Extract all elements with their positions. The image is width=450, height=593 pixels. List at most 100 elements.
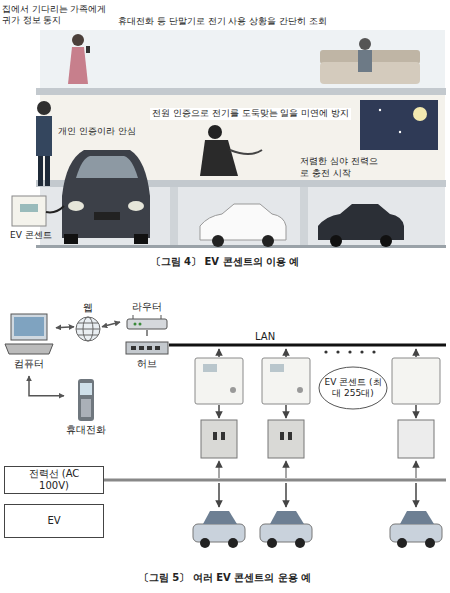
upper-room [40, 30, 445, 88]
person-leg [38, 156, 43, 186]
antenna [133, 315, 134, 319]
phone [86, 46, 90, 53]
ev-outlet-device [392, 358, 440, 404]
device-display [203, 364, 217, 372]
equator [76, 329, 100, 330]
thief-head [208, 125, 222, 139]
callout-label: 저렴한 심야 전력으로 충전 시작 [300, 156, 384, 179]
hub-body [126, 342, 168, 354]
wheel [267, 538, 277, 548]
figure-caption: 〔그림 4〕 EV 콘센트의 이용 예 [0, 256, 450, 269]
pillar [170, 187, 178, 245]
globe-icon [75, 316, 101, 342]
icon-wrap [3, 312, 55, 356]
thief-body [200, 140, 238, 176]
wheel [200, 538, 210, 548]
windshield [76, 156, 138, 178]
wheel [330, 235, 342, 247]
pillar [300, 187, 308, 245]
callout-label: LAN [255, 331, 295, 344]
callout-label: 개인 인증이라 안심 [58, 126, 158, 138]
hub-icon [125, 338, 169, 356]
router-icon [125, 315, 169, 331]
phone-body [78, 379, 94, 421]
port [147, 346, 152, 350]
ellipsis-dot [348, 350, 351, 353]
ellipsis-dot [324, 350, 327, 353]
phone-icon [76, 378, 96, 422]
person-body [68, 47, 88, 84]
port [139, 346, 144, 350]
car [200, 204, 286, 240]
socket-hole [213, 432, 217, 440]
globe [76, 317, 100, 341]
car-cabin [270, 511, 304, 524]
arrow [218, 349, 220, 357]
star [379, 109, 381, 111]
tire [134, 234, 148, 244]
node-text: EV [9, 515, 99, 527]
device-button [230, 387, 236, 393]
antenna [161, 315, 162, 319]
wheel [212, 235, 224, 247]
arrow [218, 483, 220, 507]
callout-label: EV 콘센트 [10, 230, 80, 242]
latitude [78, 335, 98, 336]
arrow [415, 349, 417, 357]
arrow [415, 483, 417, 507]
arrow [285, 349, 287, 357]
person-body [358, 50, 372, 72]
label-box: EV [4, 504, 104, 538]
router-hub-link [146, 330, 148, 336]
callout-label: 전원 인증으로 전기를 도둑맞는 일을 미연에 방지 [150, 108, 351, 120]
grille [94, 212, 120, 220]
star [399, 131, 401, 133]
car [62, 150, 150, 238]
cable [230, 150, 262, 154]
tire [64, 234, 78, 244]
ev-outlet [12, 196, 46, 226]
web-node: 웹 [74, 300, 102, 344]
bubble-ellipse [319, 367, 387, 409]
wheel [262, 235, 274, 247]
person-head [72, 34, 84, 46]
callout-label: 집에서 기다리는 가족에게 귀가 정보 통지 [2, 4, 114, 26]
car [260, 524, 312, 542]
wheel [425, 538, 435, 548]
headlight [68, 201, 84, 211]
figure-caption: 〔그림 5〕 여러 EV 콘센트의 운용 예 [0, 572, 450, 585]
phone-node: 휴대전화 [64, 374, 108, 440]
hub-node: 허브 [120, 336, 174, 372]
car [193, 524, 245, 542]
latitude [78, 323, 98, 324]
socket-hole [221, 432, 225, 440]
connector [102, 322, 120, 327]
router-body [127, 319, 167, 329]
icon-wrap [76, 378, 96, 422]
car-cabin [203, 511, 237, 524]
power-line [104, 479, 446, 482]
router-node: 라우터 [120, 300, 174, 332]
wheel [228, 538, 238, 548]
wheel [295, 538, 305, 548]
arrow [218, 405, 220, 418]
socket-hole [280, 432, 284, 440]
plug-unit [201, 420, 237, 458]
wheel [380, 235, 392, 247]
icon-wrap [125, 315, 169, 331]
cable [46, 206, 64, 212]
icon-wrap [75, 316, 101, 342]
device-display [270, 364, 284, 372]
floor-slab [36, 88, 446, 95]
icon-wrap [125, 338, 169, 356]
node-text: 웹 [83, 302, 93, 314]
arrow [415, 461, 417, 478]
port [131, 346, 136, 350]
car-cabin [400, 511, 434, 524]
wheel [397, 538, 407, 548]
ev-outlet-device [195, 358, 243, 404]
node-text: EV 콘센트 (최대 255대) [322, 377, 384, 399]
led [139, 323, 142, 326]
callout-bubble: EV 콘센트 (최대 255대) [318, 366, 388, 410]
monitor [11, 314, 47, 340]
